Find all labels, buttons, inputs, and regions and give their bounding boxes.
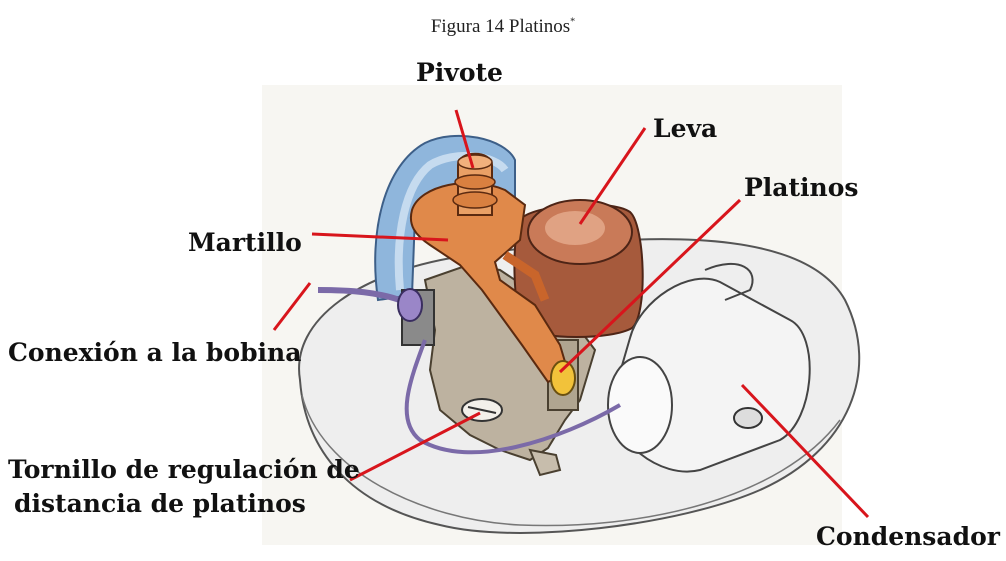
leader-platinos xyxy=(560,200,740,372)
leader-conexion xyxy=(274,283,310,330)
label-pivote: Pivote xyxy=(416,58,503,88)
leader-condensador xyxy=(742,385,868,517)
label-leva: Leva xyxy=(653,114,717,144)
label-martillo: Martillo xyxy=(188,228,302,258)
label-conexion: Conexión a la bobina xyxy=(8,338,301,368)
label-tornillo-line1: Tornillo de regulación de xyxy=(8,455,360,485)
leader-tornillo xyxy=(350,413,480,480)
label-condensador: Condensador xyxy=(816,522,1000,552)
label-platinos: Platinos xyxy=(744,173,858,203)
label-tornillo-line2: distancia de platinos xyxy=(14,489,306,519)
leader-pivote xyxy=(456,110,473,168)
leader-leva xyxy=(580,128,645,224)
leader-martillo xyxy=(312,234,448,240)
